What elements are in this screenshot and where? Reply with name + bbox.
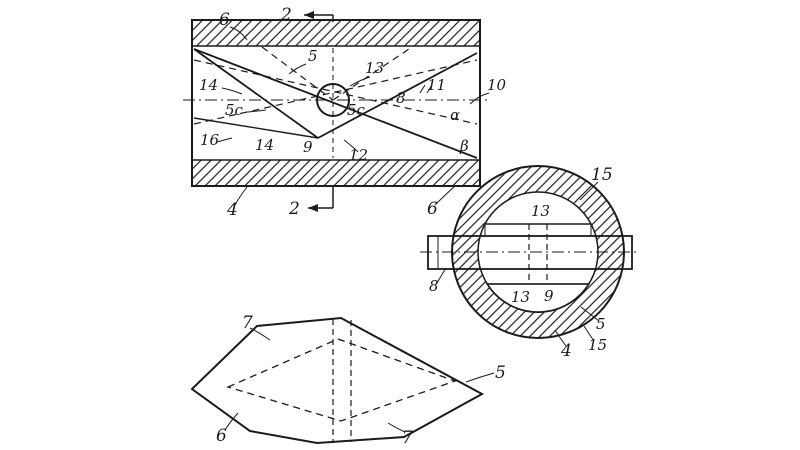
leader-4-section [554, 329, 567, 347]
leader-7-top [249, 327, 271, 341]
ref-5-plan: 5 [495, 363, 506, 383]
leader-6-plan [224, 412, 239, 431]
dashed-ray-b [193, 59, 478, 125]
diagonal-edge-line [193, 48, 478, 159]
fig-cross-section: 15 13 8 13 9 5 4 15 [420, 165, 638, 361]
ref-13: 13 [365, 59, 384, 77]
ref-alpha: α [450, 106, 460, 124]
ref-6-bottom: 6 [427, 199, 438, 219]
ref-9-section: 9 [544, 287, 554, 305]
leader-5-section [580, 306, 600, 322]
leader-4 [234, 186, 248, 206]
ref-2-bottom: 2 [288, 199, 300, 219]
converging-line-left [193, 48, 319, 139]
ref-5c-right: 5c [347, 101, 366, 119]
leader-12 [343, 139, 359, 153]
leader-6-bottom [434, 185, 456, 206]
ref-4-section: 4 [560, 341, 572, 361]
ref-14-upper: 14 [199, 76, 218, 94]
central-aperture-circle [316, 83, 350, 117]
ref-12: 12 [349, 146, 368, 164]
leader-5 [288, 63, 307, 75]
ref-9: 9 [303, 138, 313, 156]
ref-13-bottom: 13 [511, 288, 530, 306]
ref-15-top: 15 [591, 165, 613, 185]
ref-16: 16 [200, 131, 220, 149]
lower-wall-hatching [192, 160, 480, 186]
ref-5: 5 [308, 47, 318, 65]
tick-11-b [426, 84, 433, 94]
leader-7-bottom [387, 422, 406, 433]
ref-7-bottom: 7 [402, 428, 413, 448]
plan-outline [190, 316, 485, 445]
ref-7-top: 7 [242, 313, 253, 333]
ref-8: 8 [396, 89, 406, 107]
ref-14-lower: 14 [255, 136, 274, 154]
leader-8-shaft [436, 267, 447, 284]
diverging-line-right [317, 52, 478, 139]
lower-left-line [193, 117, 319, 139]
ref-4: 4 [226, 200, 238, 220]
leader-10 [469, 92, 490, 105]
ref-6-plan: 6 [216, 426, 227, 446]
leader-6-top [229, 26, 248, 41]
ref-11: 11 [427, 76, 446, 94]
leader-14-upper [221, 87, 243, 95]
dashed-ray-c [261, 46, 334, 101]
hidden-facet-diamond [226, 338, 457, 422]
ref-2-top: 2 [280, 5, 292, 25]
leader-5-plan [465, 372, 495, 383]
fig-plan-view: 7 5 6 7 [190, 313, 506, 448]
leader-13 [349, 76, 371, 87]
ref-5c-left: 5c [225, 101, 244, 119]
tube-outline [191, 19, 481, 187]
tick-11-a [419, 84, 426, 94]
leader-15-top [579, 181, 599, 201]
leader-15-bottom [583, 325, 595, 342]
ref-beta: β [459, 137, 469, 155]
upper-wall-hatching [192, 20, 480, 46]
ref-13-top: 13 [531, 202, 550, 220]
ref-5-section: 5 [596, 315, 606, 333]
lower-segment-hatching [485, 283, 591, 313]
ref-15-bottom: 15 [588, 336, 607, 354]
fig-longitudinal-section: 6 2 5 13 11 10 14 8 5c 5c 16 14 9 12 α β… [183, 5, 507, 220]
leader-5c-left [247, 109, 267, 113]
ref-10: 10 [487, 76, 507, 94]
leader-16 [216, 137, 233, 143]
ref-8-shaft: 8 [429, 277, 439, 295]
ref-6-top: 6 [219, 10, 230, 30]
